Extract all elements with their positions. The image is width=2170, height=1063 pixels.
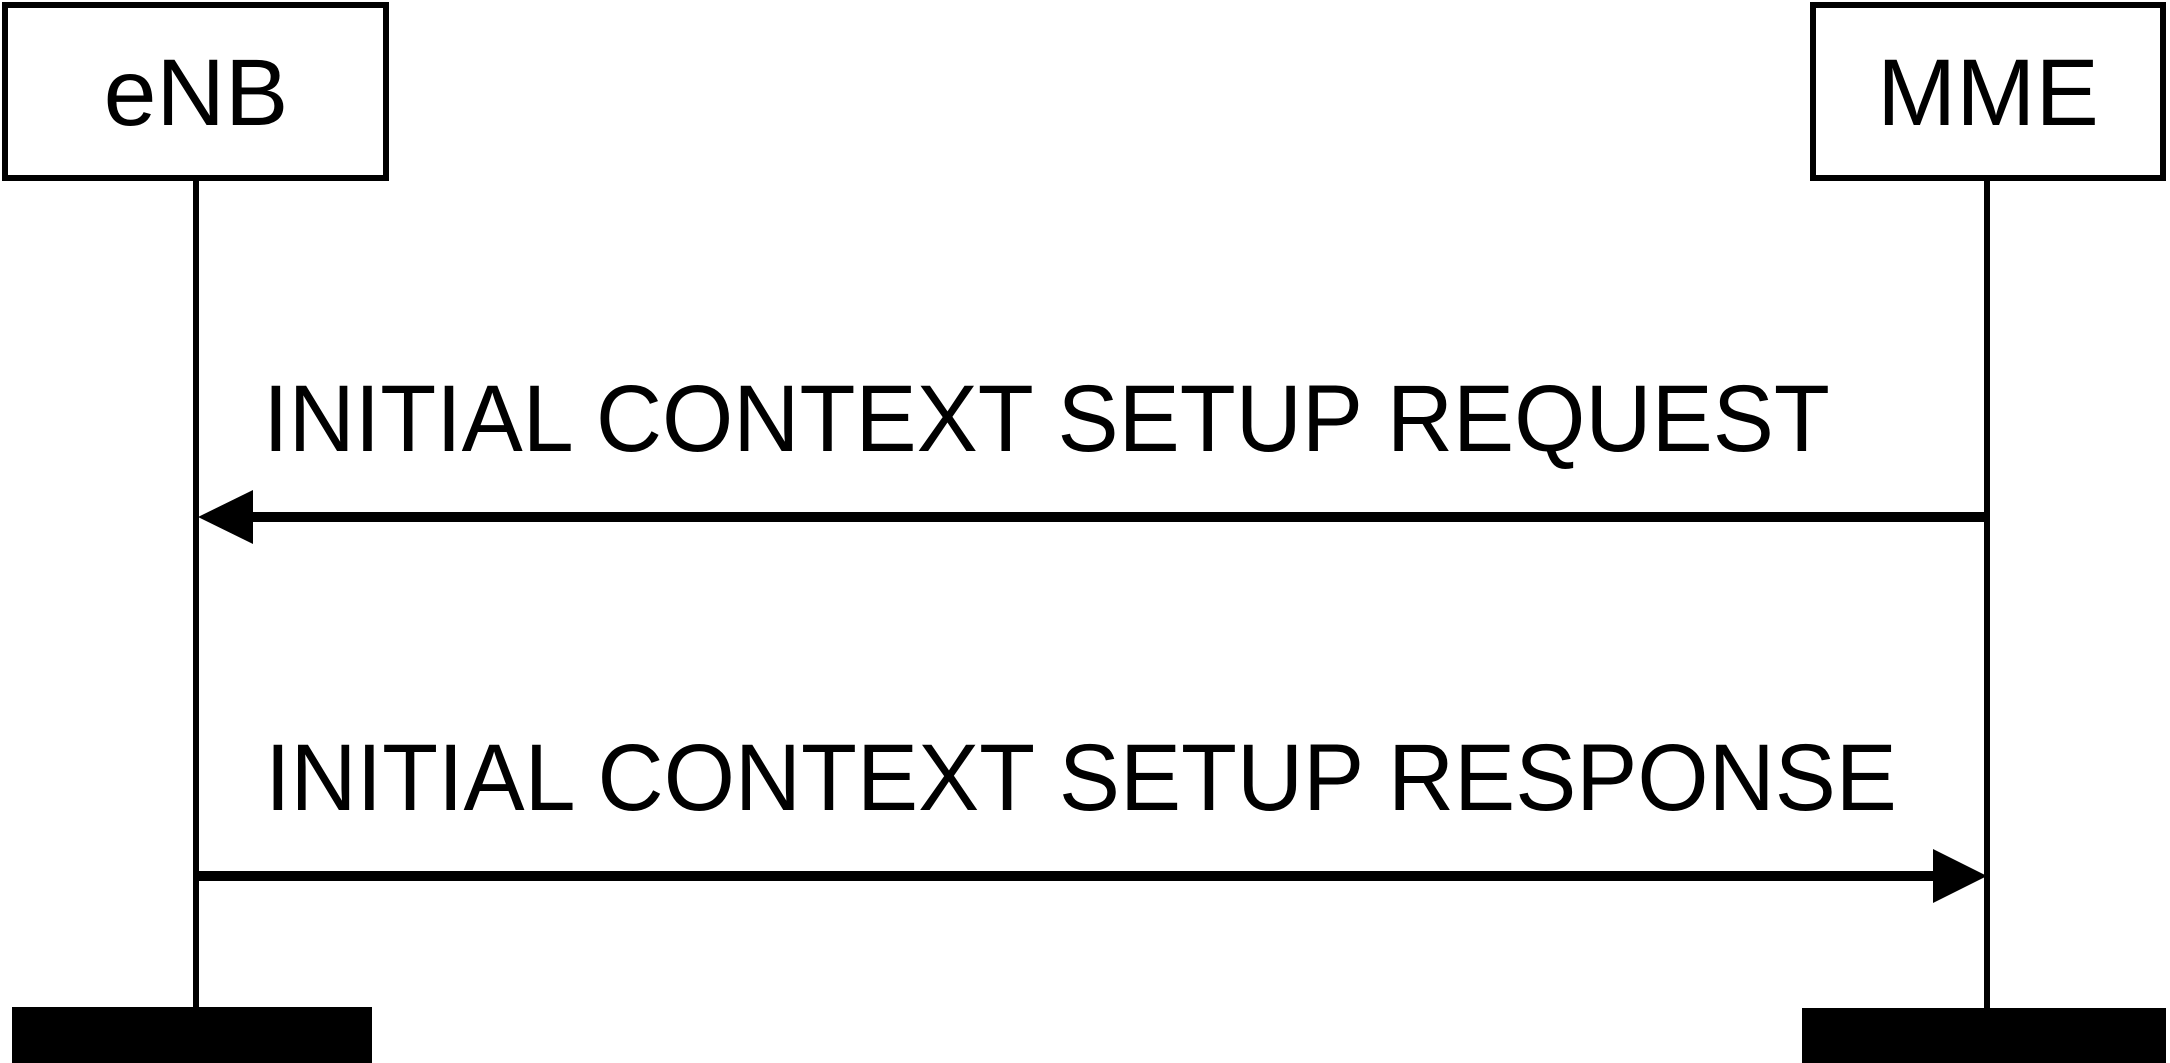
message-label-initial-context-setup-request: INITIAL CONTEXT SETUP REQUEST <box>263 366 1830 472</box>
arrow-head-left-icon <box>198 490 253 544</box>
actor-box-mme[interactable] <box>1810 2 2166 181</box>
lifeline-end-bar-enb <box>12 1007 372 1063</box>
actor-label-mme: MME <box>1877 40 2099 146</box>
actor-box-enb[interactable] <box>2 2 389 181</box>
actor-label-enb: eNB <box>104 40 289 146</box>
arrow-head-right-icon <box>1933 849 1987 903</box>
message-label-initial-context-setup-response: INITIAL CONTEXT SETUP RESPONSE <box>265 724 1897 830</box>
lifeline-end-bar-mme <box>1802 1008 2166 1063</box>
